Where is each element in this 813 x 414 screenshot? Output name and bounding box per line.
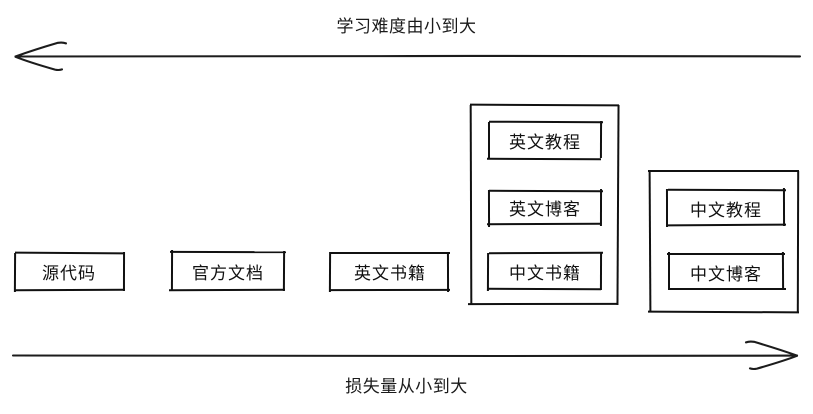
bottom-axis-label: 损失量从小到大 — [0, 372, 813, 397]
box-edge-top — [330, 252, 450, 254]
box-edge-bottom — [487, 223, 601, 226]
box-edge-bottom — [468, 303, 617, 305]
item-box-7[interactable]: 中文教程 — [667, 189, 785, 227]
item-label: 英文教程 — [509, 128, 581, 153]
box-edge-left — [668, 252, 670, 290]
box-edge-top — [667, 252, 785, 254]
item-label: 中文博客 — [690, 260, 762, 285]
box-edge-bottom — [668, 224, 786, 227]
item-box-6[interactable]: 中文书籍 — [488, 252, 602, 290]
box-edge-top — [489, 251, 603, 253]
item-box-5[interactable]: 英文博客 — [488, 189, 602, 226]
box-edge-left — [649, 170, 652, 312]
top-axis-label: 学习难度由小到大 — [0, 12, 813, 37]
box-edge-bottom — [330, 289, 450, 291]
difficulty-axis-arrow — [16, 43, 801, 71]
box-edge-left — [329, 252, 331, 292]
box-edge-right — [600, 189, 602, 226]
box-edge-left — [666, 189, 668, 227]
box-edge-top — [489, 121, 603, 124]
box-edge-bottom — [487, 158, 601, 160]
loss-axis-arrow — [13, 342, 797, 370]
box-edge-right — [783, 188, 785, 226]
box-edge-left — [487, 253, 489, 291]
box-edge-left — [171, 250, 173, 290]
box-edge-right — [283, 251, 285, 291]
box-edge-right — [600, 121, 602, 158]
box-edge-right — [616, 105, 619, 305]
item-label: 源代码 — [42, 259, 96, 284]
box-edge-bottom — [15, 289, 125, 291]
item-box-4[interactable]: 英文教程 — [488, 122, 602, 159]
item-label: 中文教程 — [690, 196, 762, 221]
box-edge-top — [648, 170, 799, 172]
box-edge-bottom — [169, 288, 285, 291]
item-label: 英文博客 — [509, 195, 581, 220]
box-edge-right — [797, 171, 799, 313]
item-label: 中文书籍 — [509, 259, 581, 284]
box-edge-top — [170, 251, 286, 253]
box-edge-left — [14, 253, 16, 292]
item-label: 官方文档 — [192, 259, 264, 284]
box-edge-left — [469, 105, 472, 305]
item-box-1[interactable]: 源代码 — [14, 252, 124, 291]
box-edge-left — [488, 122, 490, 159]
box-edge-left — [488, 190, 490, 227]
box-edge-right — [447, 252, 449, 292]
item-box-8[interactable]: 中文博客 — [667, 253, 785, 291]
item-label: 英文书籍 — [354, 259, 426, 284]
box-edge-right — [122, 252, 124, 291]
item-box-3[interactable]: 英文书籍 — [330, 251, 450, 291]
box-edge-top — [470, 103, 619, 106]
box-edge-top — [668, 189, 786, 191]
box-edge-right — [782, 252, 784, 290]
box-edge-top — [489, 189, 603, 192]
item-box-2[interactable]: 官方文档 — [170, 251, 286, 291]
box-edge-bottom — [668, 288, 786, 290]
box-edge-bottom — [648, 311, 799, 314]
box-edge-top — [15, 252, 125, 255]
